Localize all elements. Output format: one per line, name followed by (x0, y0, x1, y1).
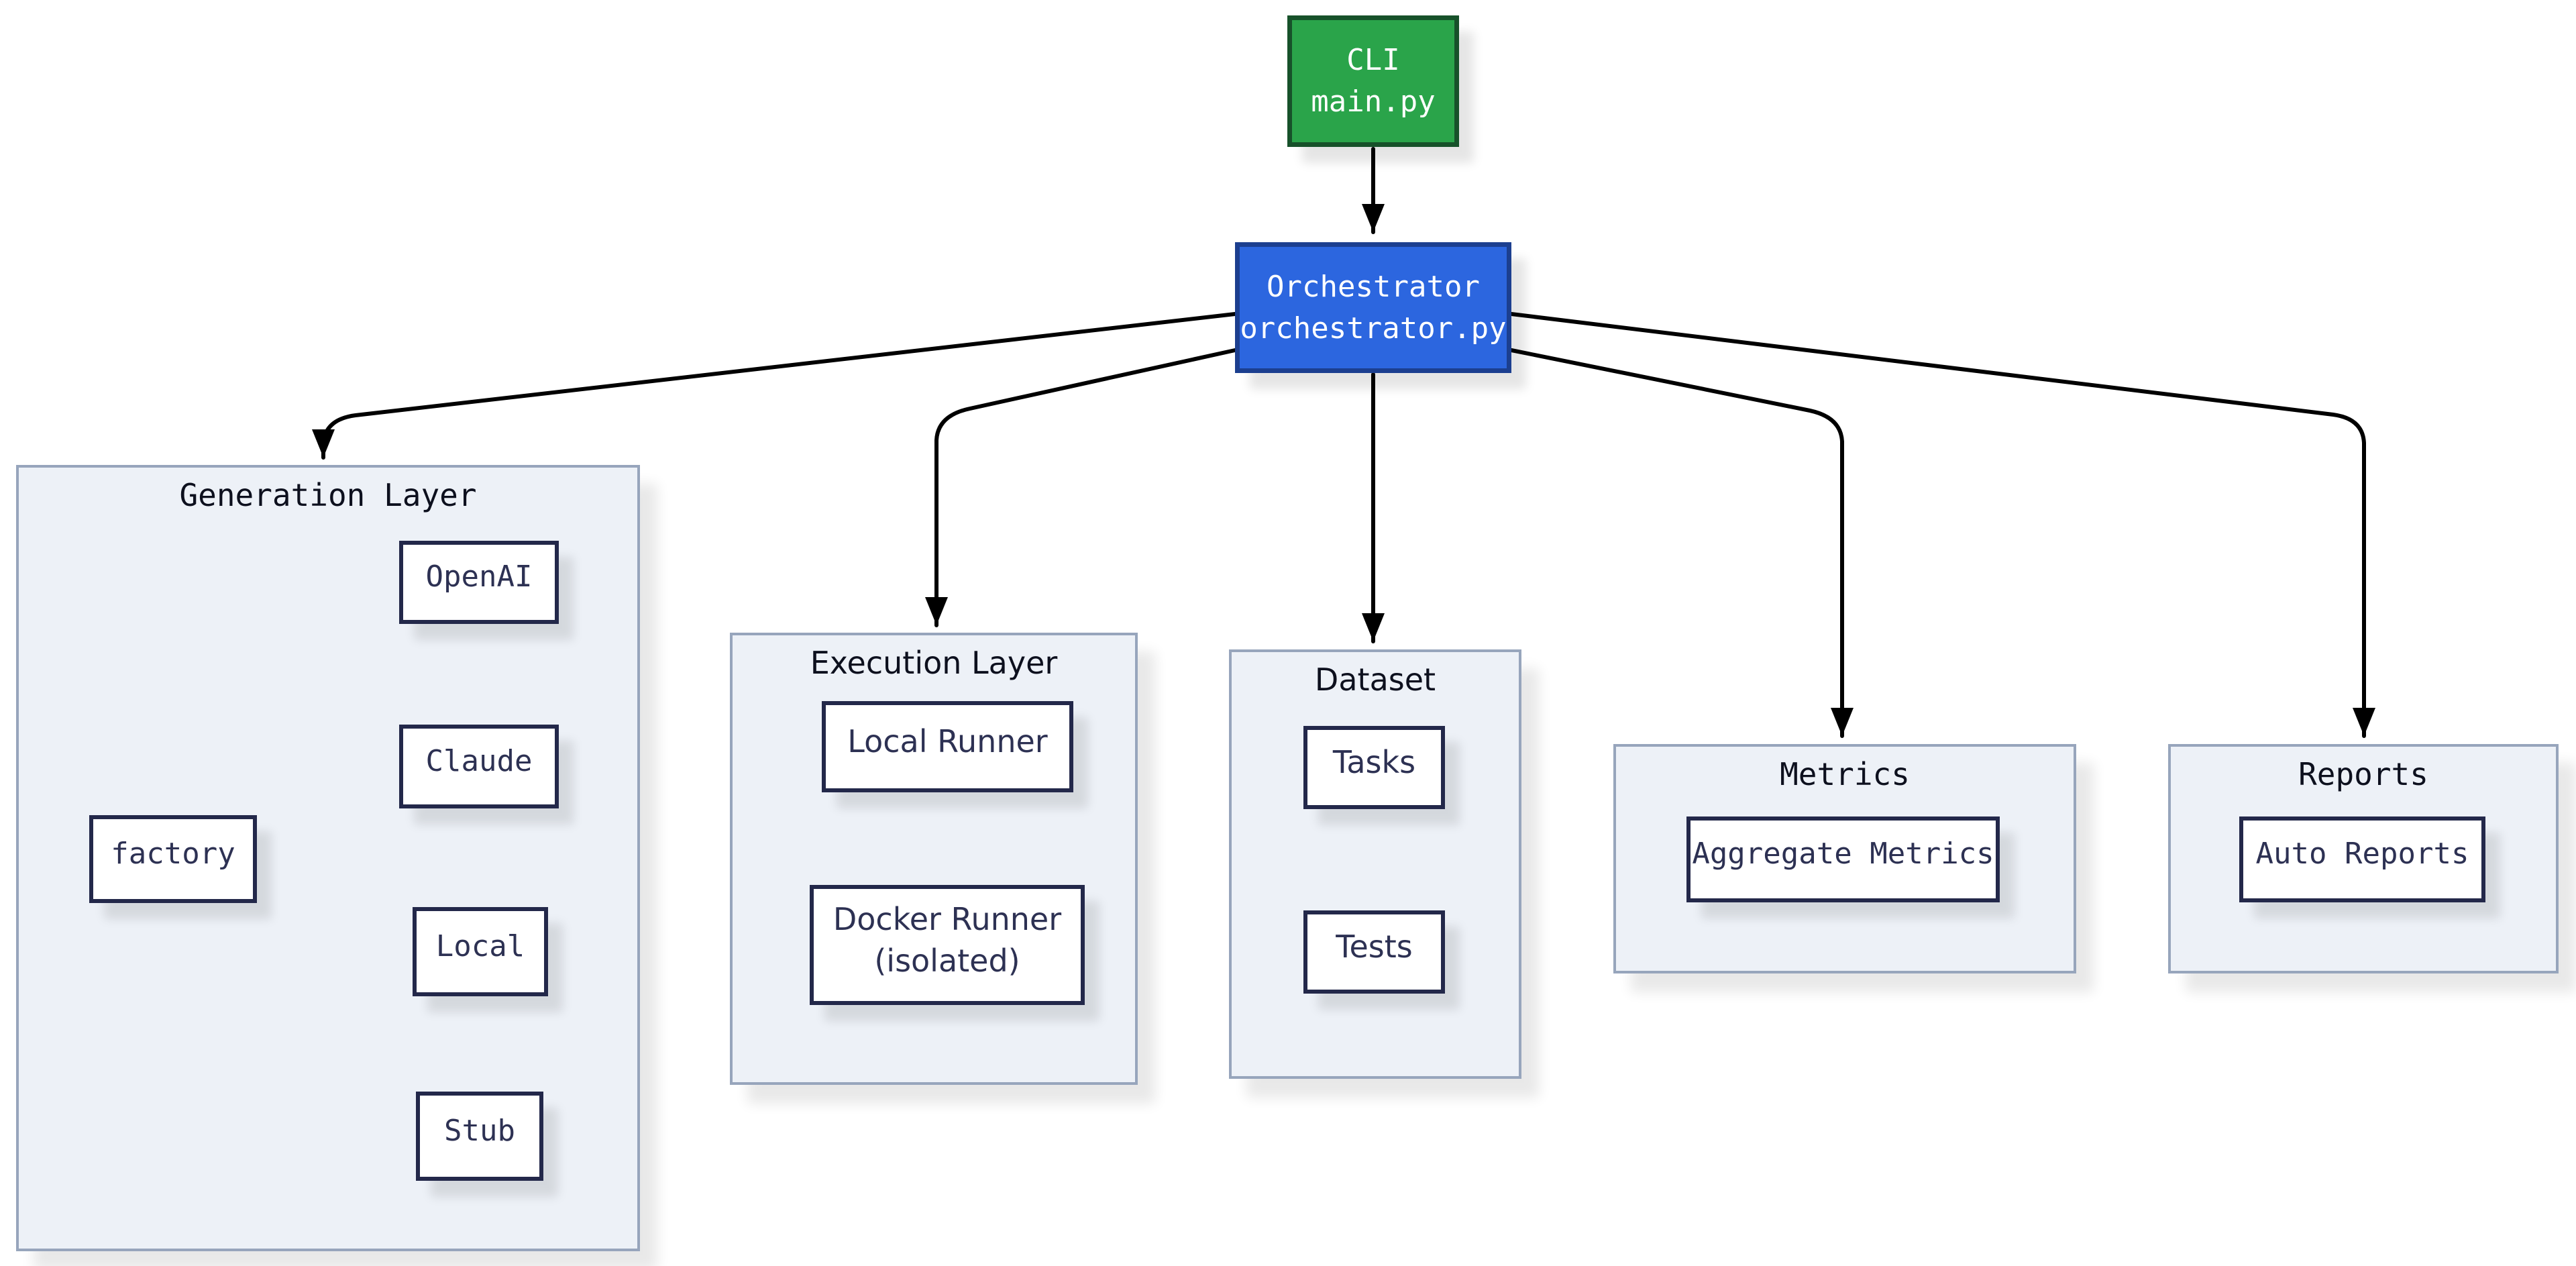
orchestrator-node: Orchestrator orchestrator.py (1235, 242, 1511, 373)
cli-node-label-line2: main.py (1311, 85, 1436, 119)
cli-node-label-line1: CLI (1346, 43, 1400, 77)
stub-node-label: Stub (444, 1113, 515, 1148)
metrics-title: Metrics (1780, 756, 1910, 792)
edge-orchestrator-execution (925, 348, 1237, 627)
auto-reports-node: Auto Reports (2239, 816, 2485, 902)
local-node: Local (413, 907, 548, 996)
cli-node: CLI main.py (1287, 15, 1459, 147)
local-node-label: Local (435, 929, 525, 963)
docker-runner-node-label-line2: (isolated) (874, 942, 1020, 979)
dataset-title: Dataset (1314, 662, 1436, 698)
openai-node-label: OpenAI (425, 560, 533, 594)
orchestrator-node-label-line2: orchestrator.py (1240, 311, 1507, 346)
factory-node: factory (89, 815, 257, 903)
edge-orchestrator-generation (312, 312, 1237, 460)
tasks-node-label: Tasks (1332, 744, 1416, 780)
tests-node: Tests (1303, 910, 1445, 994)
docker-runner-node: Docker Runner (isolated) (810, 885, 1085, 1005)
edge-orchestrator-metrics (1509, 348, 1854, 738)
claude-node: Claude (399, 725, 559, 808)
aggregate-metrics-node-label: Aggregate Metrics (1692, 837, 1994, 871)
aggregate-metrics-node: Aggregate Metrics (1686, 816, 2000, 902)
tasks-node: Tasks (1303, 726, 1445, 809)
edge-orchestrator-reports (1509, 312, 2375, 738)
generation-layer-title: Generation Layer (179, 477, 477, 513)
dataset-container: Dataset (1229, 649, 1521, 1079)
tests-node-label: Tests (1336, 929, 1413, 965)
claude-node-label: Claude (425, 743, 533, 778)
docker-runner-node-label-line1: Docker Runner (833, 900, 1062, 937)
stub-node: Stub (416, 1092, 543, 1181)
auto-reports-node-label: Auto Reports (2255, 837, 2469, 871)
openai-node: OpenAI (399, 541, 559, 624)
reports-title: Reports (2298, 756, 2428, 792)
factory-node-label: factory (111, 836, 235, 871)
local-runner-node: Local Runner (822, 701, 1073, 792)
execution-layer-title: Execution Layer (810, 645, 1058, 681)
local-runner-node-label: Local Runner (847, 723, 1048, 759)
orchestrator-node-label-line1: Orchestrator (1267, 269, 1480, 304)
